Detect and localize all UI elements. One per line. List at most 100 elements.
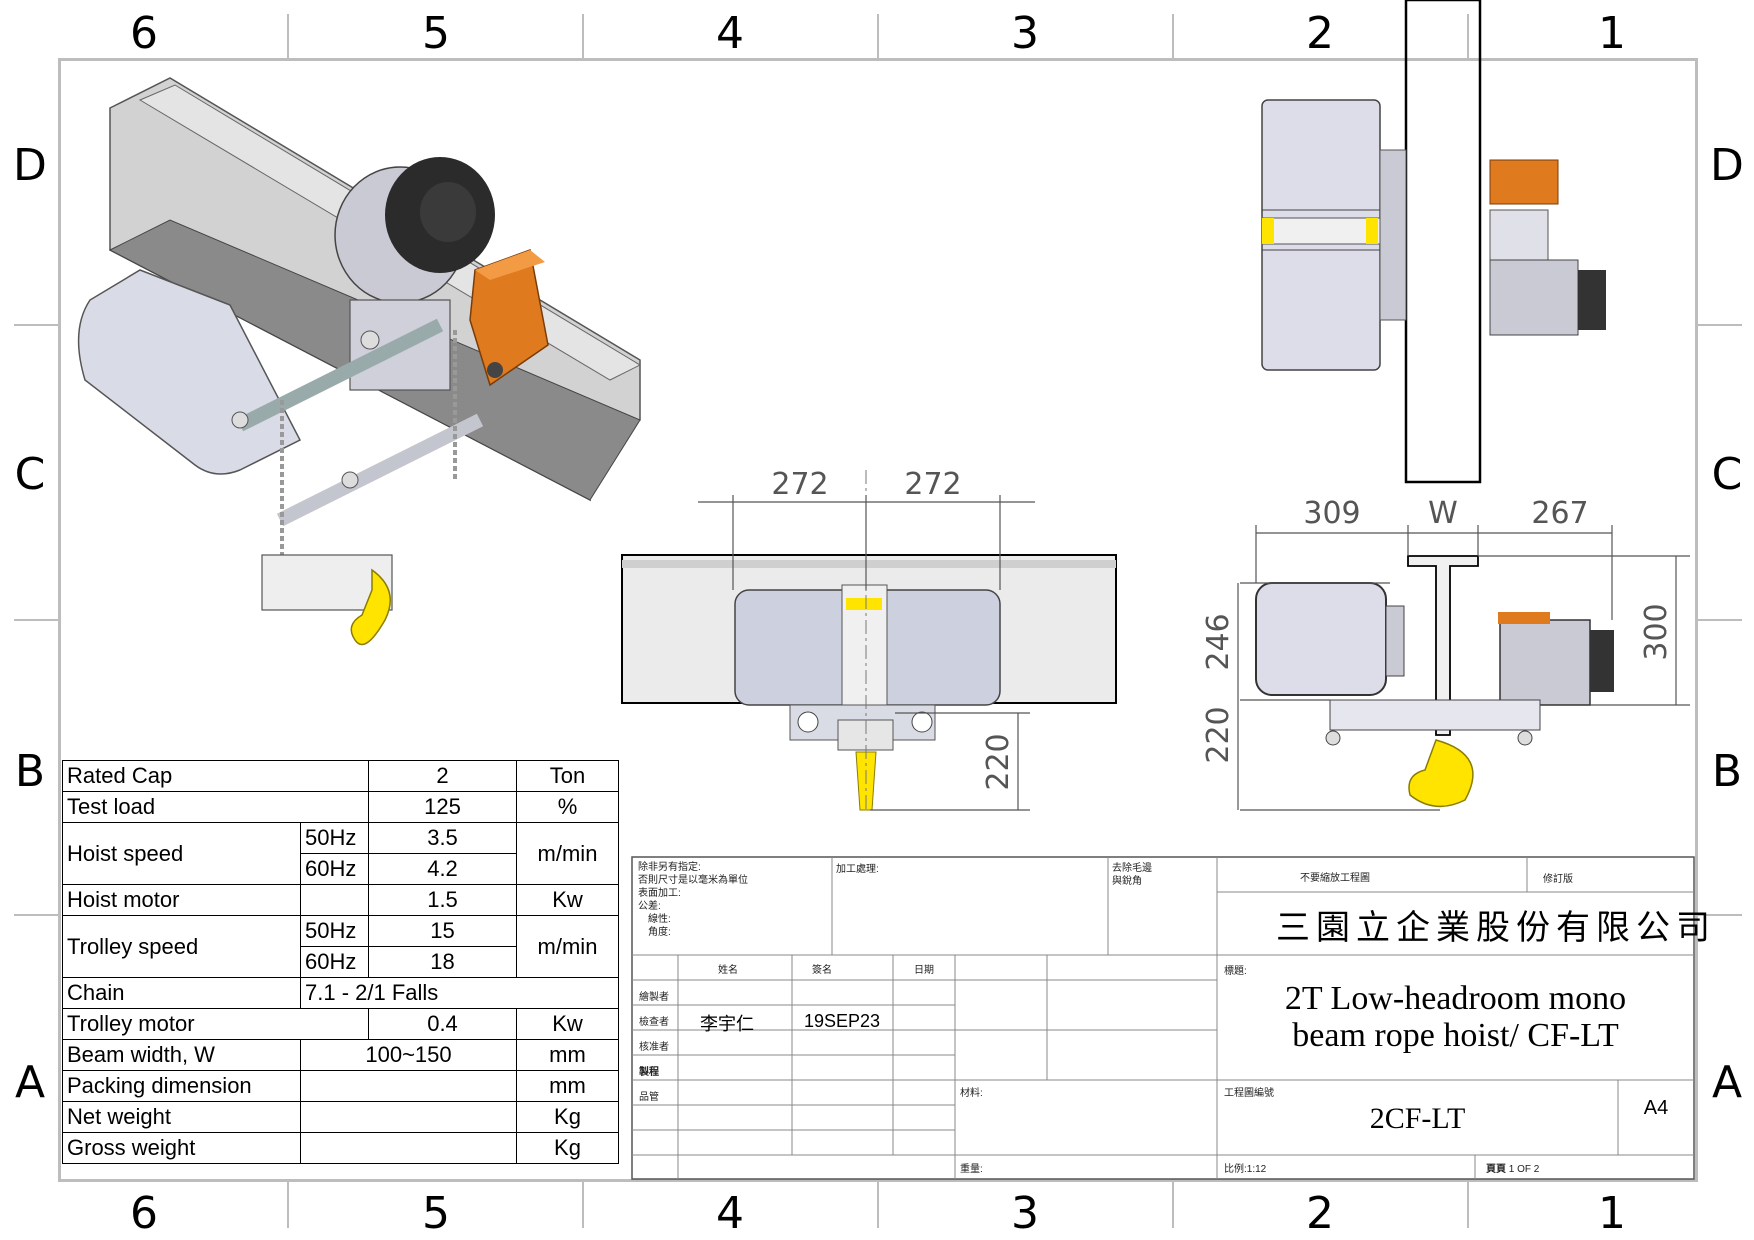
spec-row-beam-width: Beam width, W 100~150 mm bbox=[62, 1039, 619, 1071]
spec-row-net-weight: Net weight Kg bbox=[62, 1101, 619, 1133]
scale-label: 比例:1:12 bbox=[1224, 1164, 1267, 1175]
zone-col-2-top: 2 bbox=[1306, 8, 1334, 59]
zone-ticks bbox=[14, 14, 1742, 1228]
rated-cap-unit: Ton bbox=[516, 760, 619, 792]
packing-label: Packing dimension bbox=[62, 1070, 301, 1102]
dimension-lines bbox=[698, 495, 1690, 811]
chain-label: Chain bbox=[62, 977, 301, 1009]
zone-col-2-bottom: 2 bbox=[1306, 1188, 1334, 1239]
sheet-size: A4 bbox=[1643, 1097, 1669, 1119]
zone-row-d-left: D bbox=[13, 140, 47, 191]
zone-col-4-top: 4 bbox=[716, 8, 744, 59]
trolley-motor-unit: Kw bbox=[516, 1008, 619, 1040]
dim-front-height: 220 bbox=[981, 733, 1016, 790]
rated-cap-value: 2 bbox=[368, 760, 517, 792]
dim-side-lower: 220 bbox=[1201, 706, 1236, 763]
test-load-value: 125 bbox=[368, 791, 517, 823]
rated-cap-label: Rated Cap bbox=[62, 760, 369, 792]
deburr-label: 去除毛邊 與銳角 bbox=[1112, 863, 1152, 887]
packing-value bbox=[300, 1070, 517, 1102]
front-view bbox=[621, 470, 1117, 811]
beam-width-value: 100~150 bbox=[300, 1039, 517, 1071]
zone-col-3-bottom: 3 bbox=[1011, 1188, 1039, 1239]
weight-label: 重量: bbox=[960, 1164, 983, 1175]
trolley-motor-label: Trolley motor bbox=[62, 1008, 369, 1040]
drawing-title-line1: 2T Low-headroom mono bbox=[1284, 980, 1627, 1017]
checker-name: 李宇仁 bbox=[700, 1014, 754, 1034]
hoist-motor-value: 1.5 bbox=[368, 884, 517, 916]
spec-row-packing: Packing dimension mm bbox=[62, 1070, 619, 1102]
zone-col-3-top: 3 bbox=[1011, 8, 1039, 59]
zone-row-c-left: C bbox=[14, 449, 46, 500]
test-load-label: Test load bbox=[62, 791, 369, 823]
header-date: 日期 bbox=[914, 965, 934, 976]
beam-width-label: Beam width, W bbox=[62, 1039, 301, 1071]
net-weight-unit: Kg bbox=[516, 1101, 619, 1133]
spec-row-trolley-speed-50: Trolley speed 50Hz 15 m/min bbox=[62, 915, 619, 978]
net-weight-value bbox=[300, 1101, 517, 1133]
spec-row-trolley-speed-60: 60Hz 18 bbox=[63, 946, 619, 978]
trolley-motor-value: 0.4 bbox=[368, 1008, 517, 1040]
zone-col-1-top: 1 bbox=[1598, 8, 1626, 59]
dim-front-left: 272 bbox=[771, 467, 828, 502]
chain-value: 7.1 - 2/1 Falls bbox=[300, 977, 619, 1009]
company-name: 三園立企業股份有限公司 bbox=[1276, 910, 1716, 947]
test-load-unit: % bbox=[516, 791, 619, 823]
hoist-speed-unit: m/min bbox=[516, 822, 619, 885]
hoist-motor-unit: Kw bbox=[516, 884, 619, 916]
trolley-speed-label: Trolley speed bbox=[62, 915, 301, 978]
zone-row-d-right: D bbox=[1710, 140, 1744, 191]
zone-row-a-right: A bbox=[1711, 1057, 1743, 1108]
checker-date: 19SEP23 bbox=[804, 1011, 881, 1031]
zone-row-c-right: C bbox=[1711, 449, 1743, 500]
row-quality: 品管 bbox=[639, 1092, 659, 1103]
dim-side-upper: 246 bbox=[1201, 613, 1236, 670]
zone-row-b-right: B bbox=[1711, 746, 1743, 797]
tolerance-notes: 除非另有指定: 否則尺寸是以毫米為單位 表面加工: 公差: 線性: 角度: bbox=[638, 862, 748, 938]
gross-weight-value bbox=[300, 1132, 517, 1164]
zone-row-b-left: B bbox=[14, 746, 46, 797]
zone-col-4-bottom: 4 bbox=[716, 1188, 744, 1239]
spec-row-hoist-motor: Hoist motor 1.5 Kw bbox=[62, 884, 619, 916]
dim-side-w: W bbox=[1428, 496, 1458, 531]
spec-row-test-load: Test load 125 % bbox=[62, 791, 619, 823]
drawing-number: 2CF-LT bbox=[1369, 1102, 1466, 1135]
zone-col-5-bottom: 5 bbox=[422, 1188, 450, 1239]
hoist-motor-label: Hoist motor bbox=[62, 884, 301, 916]
trolley-speed-60hz-value: 18 bbox=[368, 946, 517, 978]
row-manufacturing: 製程 bbox=[639, 1067, 659, 1078]
hoist-speed-50hz: 50Hz bbox=[300, 822, 369, 854]
spec-row-hoist-speed-60: 60Hz 4.2 bbox=[63, 853, 619, 885]
dim-side-total: 300 bbox=[1639, 603, 1674, 660]
hoist-speed-60hz: 60Hz bbox=[300, 853, 369, 885]
process-label: 加工處理: bbox=[836, 864, 879, 875]
trolley-speed-unit: m/min bbox=[516, 915, 619, 978]
net-weight-label: Net weight bbox=[62, 1101, 301, 1133]
dim-side-left: 309 bbox=[1303, 496, 1360, 531]
title-label: 標題: bbox=[1224, 966, 1247, 977]
spec-row-rated-cap: Rated Cap 2 Ton bbox=[62, 760, 619, 792]
gross-weight-label: Gross weight bbox=[62, 1132, 301, 1164]
packing-unit: mm bbox=[516, 1070, 619, 1102]
trolley-speed-60hz: 60Hz bbox=[300, 946, 369, 978]
dim-front-right: 272 bbox=[904, 467, 961, 502]
drawing-number-label: 工程圖編號 bbox=[1224, 1088, 1274, 1099]
zone-col-6-top: 6 bbox=[130, 8, 158, 59]
spec-row-gross-weight: Gross weight Kg bbox=[62, 1132, 619, 1164]
zone-col-1-bottom: 1 bbox=[1598, 1188, 1626, 1239]
hoist-speed-label: Hoist speed bbox=[62, 822, 301, 885]
zone-row-a-left: A bbox=[14, 1057, 46, 1108]
isometric-view bbox=[77, 77, 642, 646]
dim-side-right: 267 bbox=[1531, 496, 1588, 531]
zone-col-5-top: 5 bbox=[422, 8, 450, 59]
sheet-number: 頁頁 1 OF 2 bbox=[1486, 1164, 1540, 1175]
spec-table: Rated Cap 2 Ton Test load 125 % Hoist sp… bbox=[62, 760, 619, 1164]
hoist-speed-60hz-value: 4.2 bbox=[368, 853, 517, 885]
drawing-title-line2: beam rope hoist/ CF-LT bbox=[1292, 1017, 1619, 1054]
material-label: 材料: bbox=[960, 1088, 983, 1099]
side-view bbox=[1255, 555, 1614, 808]
revision-label: 修訂版 bbox=[1543, 874, 1573, 885]
hoist-speed-50hz-value: 3.5 bbox=[368, 822, 517, 854]
no-scale-note: 不要縮放工程圖 bbox=[1300, 873, 1370, 884]
